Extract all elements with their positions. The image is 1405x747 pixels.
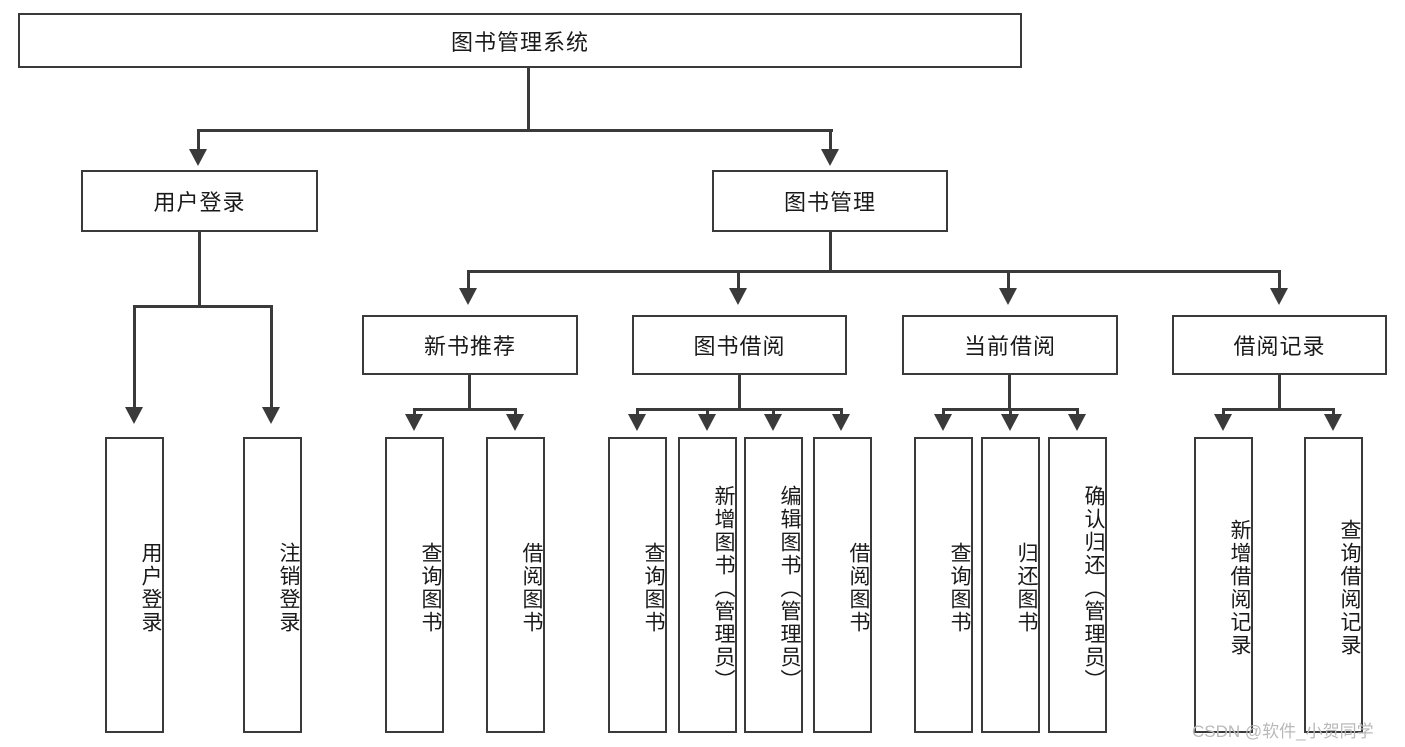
node-label: 借阅记录	[1233, 334, 1326, 359]
node-label: 用户登录	[139, 542, 162, 634]
connector-book-mgmt-drop-2	[737, 270, 740, 290]
leaf-logout[interactable]: 注销登录	[243, 437, 302, 733]
connector-book-mgmt-drop-4	[1278, 270, 1281, 290]
node-current-borrow[interactable]: 当前借阅	[902, 315, 1118, 375]
connector-book-mgmt-drop-3	[1007, 270, 1010, 290]
node-label: 查询图书	[948, 542, 971, 634]
arrow-to-leaf-query-book-2	[628, 414, 646, 431]
node-label: 图书借阅	[693, 334, 786, 359]
connector-book-borrow-drop-1	[636, 408, 639, 416]
connector-borrow-record-drop-2	[1332, 408, 1335, 416]
connector-borrow-record-drop-1	[1222, 408, 1225, 416]
connector-book-borrow-drop-3	[772, 408, 775, 416]
node-label: 图书管理	[783, 190, 876, 215]
connector-user-login-stem	[198, 232, 201, 307]
connector-root-to-user-login	[197, 129, 200, 151]
connector-book-borrow-drop-2	[706, 408, 709, 416]
arrow-to-leaf-query-record	[1324, 414, 1342, 431]
arrow-to-leaf-borrow-book-1	[506, 414, 524, 431]
arrow-to-book-mgmt	[821, 149, 839, 166]
node-label: 新增图书（管理员）	[712, 484, 735, 692]
connector-book-borrow-drop-4	[840, 408, 843, 416]
node-label: 新书推荐	[423, 334, 516, 359]
node-label: 查询图书	[419, 542, 442, 634]
leaf-add-borrow-record[interactable]: 新增借阅记录	[1194, 437, 1253, 733]
arrow-to-borrow-record	[1270, 288, 1288, 305]
connector-user-login-drop-1	[133, 305, 136, 409]
leaf-borrow-book[interactable]: 借阅图书	[813, 437, 872, 733]
arrow-to-leaf-add-record	[1214, 414, 1232, 431]
connector-new-book-drop-2	[514, 408, 517, 416]
node-label: 当前借阅	[963, 334, 1056, 359]
connector-book-mgmt-bus	[467, 270, 1281, 273]
connector-root-to-book-mgmt	[829, 129, 832, 151]
connector-borrow-record-bus	[1222, 408, 1335, 411]
leaf-edit-book-admin[interactable]: 编辑图书（管理员）	[744, 437, 803, 733]
connector-book-borrow-stem	[738, 375, 741, 410]
leaf-query-book-current[interactable]: 查询图书	[914, 437, 973, 733]
node-new-book-recommend[interactable]: 新书推荐	[362, 315, 578, 375]
connector-new-book-stem	[468, 375, 471, 410]
connector-new-book-drop-1	[413, 408, 416, 416]
arrow-to-leaf-query-book-1	[405, 414, 423, 431]
arrow-to-leaf-query-book-3	[934, 414, 952, 431]
arrow-to-leaf-return-book	[1001, 414, 1019, 431]
watermark: CSDN @软件_小贺同学	[1192, 722, 1374, 741]
node-label: 注销登录	[277, 542, 300, 634]
node-book-management[interactable]: 图书管理	[712, 170, 948, 232]
connector-root-bus	[197, 129, 833, 132]
node-label: 查询借阅记录	[1338, 519, 1361, 657]
arrow-to-leaf-borrow-book-2	[832, 414, 850, 431]
node-user-login[interactable]: 用户登录	[81, 170, 318, 232]
node-label: 图书管理系统	[450, 29, 589, 55]
leaf-confirm-return-admin[interactable]: 确认归还（管理员）	[1048, 437, 1107, 733]
connector-book-borrow-bus	[636, 408, 843, 411]
node-label: 新增借阅记录	[1228, 519, 1251, 657]
node-root-system[interactable]: 图书管理系统	[18, 13, 1022, 68]
arrow-to-leaf-user-login	[125, 407, 143, 424]
arrow-to-current-borrow	[999, 288, 1017, 305]
connector-current-borrow-drop-3	[1076, 408, 1079, 416]
arrow-to-new-book-recommend	[459, 288, 477, 305]
connector-current-borrow-drop-1	[942, 408, 945, 416]
leaf-query-borrow-record[interactable]: 查询借阅记录	[1304, 437, 1363, 733]
arrow-to-user-login	[189, 149, 207, 166]
leaf-query-book-borrow[interactable]: 查询图书	[608, 437, 667, 733]
node-label: 编辑图书（管理员）	[778, 484, 801, 692]
leaf-borrow-book-recommend[interactable]: 借阅图书	[486, 437, 545, 733]
node-label: 查询图书	[642, 542, 665, 634]
node-book-borrow[interactable]: 图书借阅	[632, 315, 847, 375]
connector-user-login-drop-2	[270, 305, 273, 409]
arrow-to-leaf-add-book	[698, 414, 716, 431]
node-label: 归还图书	[1015, 542, 1038, 634]
node-borrow-record[interactable]: 借阅记录	[1172, 315, 1387, 375]
node-label: 确认归还（管理员）	[1082, 484, 1105, 692]
connector-book-mgmt-drop-1	[467, 270, 470, 290]
leaf-user-login[interactable]: 用户登录	[105, 437, 164, 733]
connector-book-mgmt-stem	[829, 232, 832, 272]
connector-current-borrow-stem	[1008, 375, 1011, 410]
node-label: 用户登录	[153, 190, 246, 215]
leaf-add-book-admin[interactable]: 新增图书（管理员）	[678, 437, 737, 733]
connector-current-borrow-drop-2	[1009, 408, 1012, 416]
connector-new-book-bus	[413, 408, 517, 411]
connector-root-stem	[527, 68, 530, 131]
leaf-query-book-recommend[interactable]: 查询图书	[385, 437, 444, 733]
connector-user-login-bus	[133, 305, 270, 308]
connector-borrow-record-stem	[1278, 375, 1281, 410]
arrow-to-leaf-confirm-return	[1068, 414, 1086, 431]
arrow-to-book-borrow	[729, 288, 747, 305]
node-label: 借阅图书	[520, 542, 543, 634]
leaf-return-book[interactable]: 归还图书	[981, 437, 1040, 733]
arrow-to-leaf-logout	[262, 407, 280, 424]
arrow-to-leaf-edit-book	[764, 414, 782, 431]
node-label: 借阅图书	[847, 542, 870, 634]
